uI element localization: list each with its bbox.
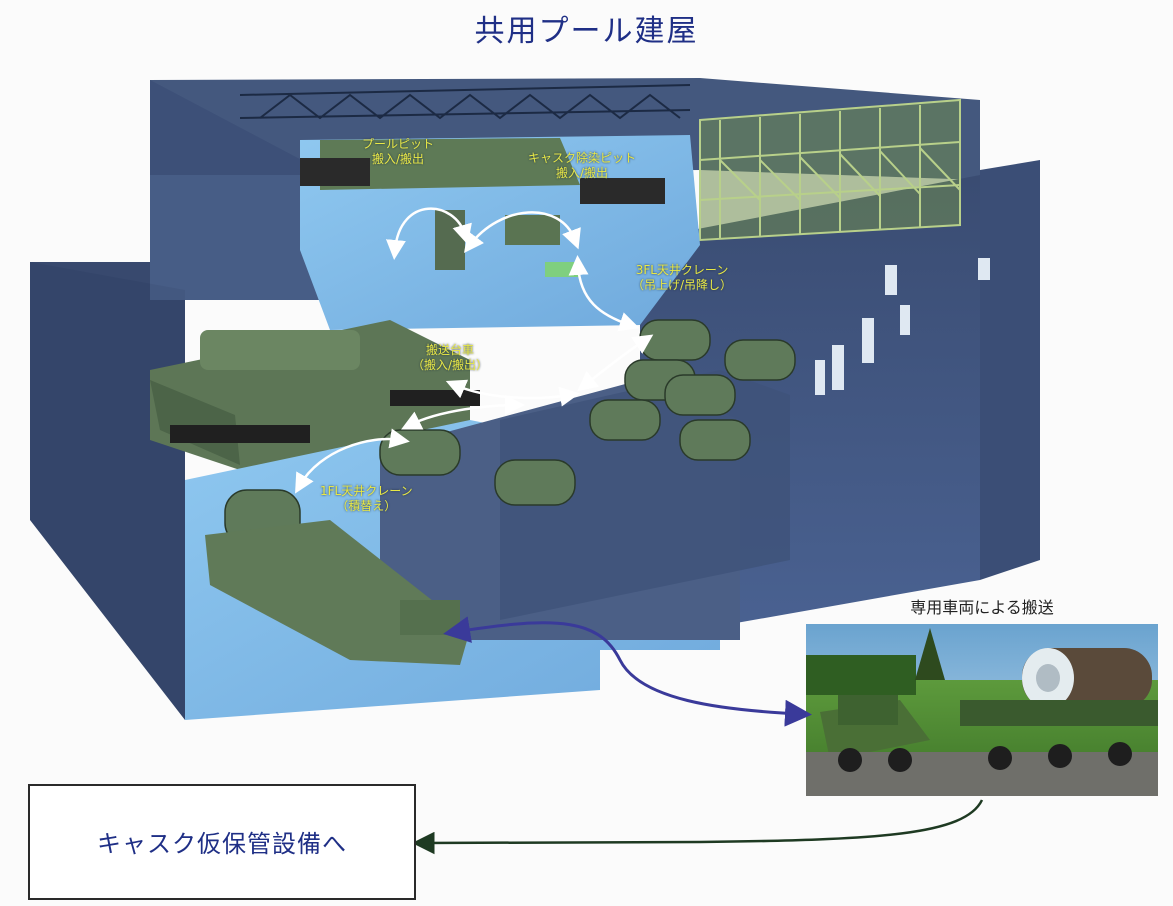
destination-label: キャスク仮保管設備へ bbox=[97, 830, 347, 858]
roof-truss bbox=[239, 84, 691, 120]
cask-decon-pit-label: キャスク除染ピット 搬入/搬出 bbox=[528, 151, 637, 180]
to-storage-arrow bbox=[412, 799, 984, 855]
transfer-arrows bbox=[295, 207, 654, 494]
truck-photo bbox=[806, 624, 1158, 796]
pool-pit-label: プールピット 搬入/搬出 bbox=[362, 137, 435, 166]
destination-box: キャスク仮保管設備へ bbox=[28, 784, 416, 900]
crane-3f-label: 3FL天井クレーン （吊上げ/吊降し） bbox=[632, 263, 733, 292]
transport-cart-label: 搬送台車 （搬入/搬出） bbox=[412, 343, 489, 372]
steel-frame bbox=[699, 98, 961, 242]
upper-floor bbox=[300, 135, 700, 330]
transfer-to-truck-arrow bbox=[443, 616, 812, 727]
casks bbox=[224, 319, 796, 546]
truck-caption: 専用車両による搬送 bbox=[910, 598, 1054, 617]
diagram-title: 共用プール建屋 bbox=[474, 14, 699, 49]
building-windows bbox=[815, 258, 990, 395]
crane-1f-label: 1FL天井クレーン （積替え） bbox=[320, 484, 413, 513]
